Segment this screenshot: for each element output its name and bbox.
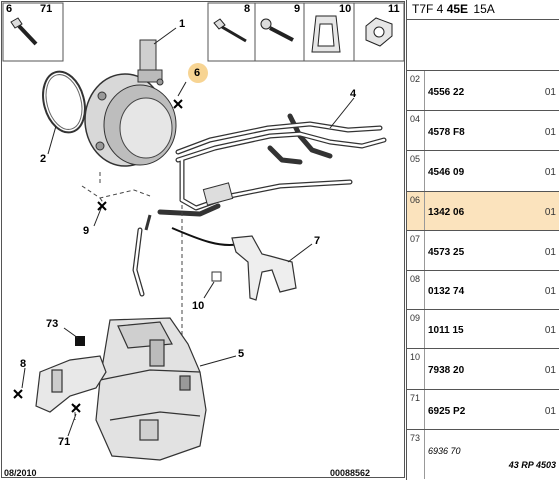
callout-6[interactable]: 6: [194, 67, 201, 79]
diagram-frame: [1, 1, 405, 478]
diagram-drawing: [1, 1, 405, 478]
title-prefix: T7F 4: [412, 2, 444, 16]
part-index: 07: [410, 234, 421, 244]
part-ref: 7938 20: [428, 365, 465, 376]
part-index: 08: [410, 274, 421, 284]
part-row[interactable]: 09 1011 15 01: [407, 310, 559, 349]
part-ref: 4556 22: [428, 87, 465, 98]
part-ref: 4546 09: [428, 167, 465, 178]
part-row[interactable]: 02 4556 22 01: [407, 71, 559, 111]
callout-71[interactable]: 71: [58, 436, 71, 448]
part-ref: 1342 06: [428, 207, 465, 218]
box-callout-10: 10: [339, 3, 352, 15]
part-qty: 01: [544, 247, 556, 258]
part-index: 71: [410, 393, 421, 403]
part-row[interactable]: 71 6925 P2 01: [407, 390, 559, 430]
panel-blank-row: [407, 20, 559, 71]
bolt-9-icon: [260, 18, 294, 42]
seal-ring-2: [42, 70, 86, 134]
callout-73[interactable]: 73: [46, 318, 59, 330]
bolt-8-icon: [213, 18, 247, 43]
vacuum-pump-1: [84, 39, 177, 167]
part-qty: 01: [544, 87, 556, 98]
part-ref: 0132 74: [428, 286, 465, 297]
callout-2[interactable]: 2: [40, 153, 47, 165]
title-suffix: 15A: [473, 2, 495, 16]
callout-8[interactable]: 8: [20, 358, 27, 370]
sensor-73-marker: [75, 336, 85, 346]
part-row[interactable]: 10 7938 20 01: [407, 349, 559, 390]
bracket-7: [231, 235, 297, 301]
part-ref: 6936 70: [428, 446, 461, 456]
part-ref: 4578 F8: [428, 127, 465, 138]
footer-code: 00088562: [330, 468, 371, 478]
highlight-marker: [188, 63, 208, 83]
part-row[interactable]: 73 6936 70 43 RP 4503: [407, 430, 559, 479]
fastener-box-6-71: [2, 2, 64, 62]
box-callout-8: 8: [244, 3, 251, 15]
callout-10[interactable]: 10: [192, 300, 205, 312]
canister-5: [95, 317, 207, 461]
part-qty: 01: [544, 167, 556, 178]
part-row[interactable]: 04 4578 F8 01: [407, 111, 559, 151]
part-qty: 01: [544, 127, 556, 138]
box-callout-9: 9: [294, 3, 301, 15]
part-ref: 6925 P2: [428, 406, 466, 417]
clip-10-icon: [311, 15, 341, 53]
part-index: 04: [410, 114, 421, 124]
part-qty: 01: [544, 207, 556, 218]
box-callout-6: 6: [6, 3, 13, 15]
mount-bracket: [35, 355, 107, 413]
part-index: 05: [410, 154, 421, 164]
panel-title: T7F 4 45E 15A: [407, 0, 559, 20]
part-row[interactable]: 07 4573 25 01: [407, 231, 559, 271]
exploded-parts-diagram: 6 71 8 9 10 11 1 6 2 4 9 7 10 73 5 8 71 …: [1, 1, 405, 478]
part-qty: 01: [544, 325, 556, 336]
part-qty: 01: [544, 365, 556, 376]
part-qty: 43 RP 4503: [508, 460, 556, 470]
nut-11-icon: [365, 17, 393, 47]
part-qty: 01: [544, 286, 556, 297]
box-callout-71: 71: [40, 3, 53, 15]
part-index: 06: [410, 195, 421, 205]
clip-10-marker: [211, 271, 222, 282]
part-index: 10: [410, 352, 421, 362]
part-index: 09: [410, 313, 421, 323]
part-index: 02: [410, 74, 421, 84]
title-bold: 45E: [446, 2, 469, 16]
part-qty: 01: [544, 406, 556, 417]
callout-4[interactable]: 4: [350, 88, 357, 100]
footer-date: 08/2010: [4, 468, 37, 478]
part-index: 73: [410, 433, 421, 443]
part-row-selected[interactable]: 06 1342 06 01: [407, 192, 559, 231]
box-callout-11: 11: [388, 3, 400, 15]
part-row[interactable]: 08 0132 74 01: [407, 271, 559, 310]
parts-list-panel: T7F 4 45E 15A 02 4556 22 01 04 4578 F8 0…: [406, 0, 559, 480]
callout-5[interactable]: 5: [238, 348, 245, 360]
screw-6-icon: [10, 17, 38, 46]
part-ref: 1011 15: [428, 325, 464, 336]
callout-9[interactable]: 9: [83, 225, 90, 237]
callout-1[interactable]: 1: [179, 18, 186, 30]
part-ref: 4573 25: [428, 247, 465, 258]
part-row[interactable]: 05 4546 09 01: [407, 151, 559, 192]
callout-7[interactable]: 7: [314, 235, 321, 247]
